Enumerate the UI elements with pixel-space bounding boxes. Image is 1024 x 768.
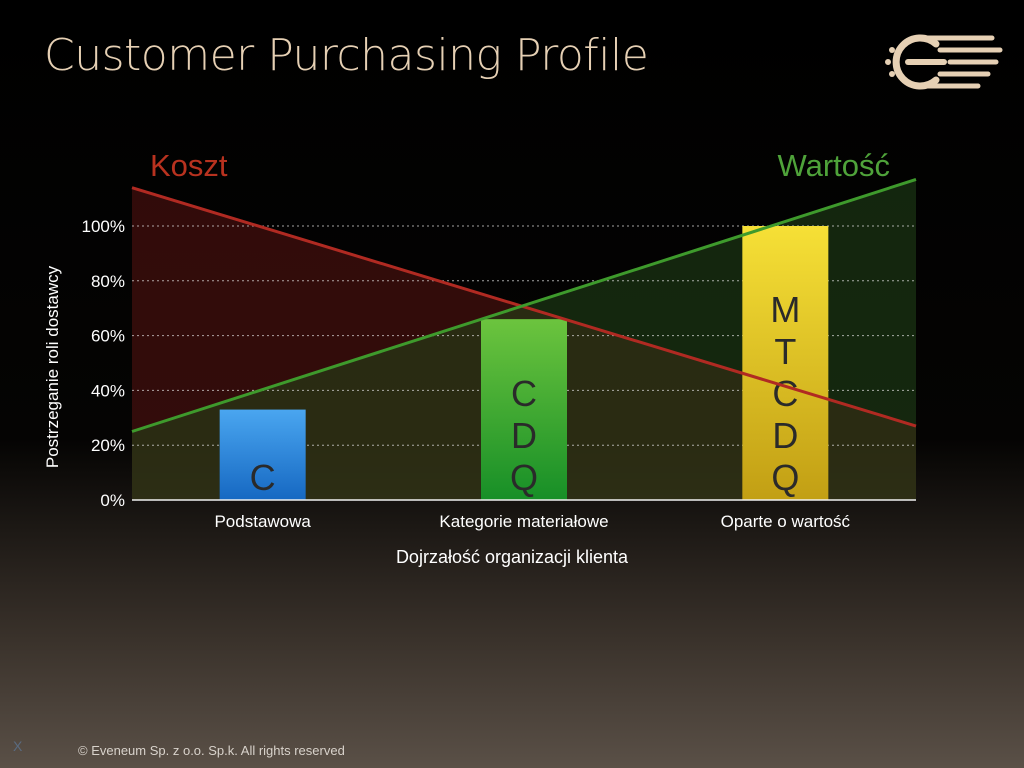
x-tick-label: Kategorie materiałowe <box>439 512 608 531</box>
bar-label: M <box>770 289 800 330</box>
bar-label: D <box>772 415 798 456</box>
bar-label: C <box>250 457 276 498</box>
y-axis-label: Postrzeganie roli dostawcy <box>43 265 62 468</box>
bar-label: C <box>511 373 537 414</box>
bar-label: Q <box>510 457 538 498</box>
wartosc-series-label: Wartość <box>777 148 890 183</box>
bar-label: C <box>772 373 798 414</box>
y-tick-label: 80% <box>91 272 125 291</box>
bar-label: Q <box>771 457 799 498</box>
bar-0 <box>219 409 306 500</box>
y-tick-label: 40% <box>91 381 125 400</box>
y-tick-labels: 0% 20% 40% 60% 80% 100% <box>82 217 125 510</box>
koszt-series-label: Koszt <box>150 148 228 183</box>
bar-2 <box>742 226 829 500</box>
y-tick-label: 0% <box>100 491 125 510</box>
copyright-footer: © Eveneum Sp. z o.o. Sp.k. All rights re… <box>78 743 345 758</box>
overlay-line-1 <box>131 177 917 433</box>
x-tick-label: Oparte o wartość <box>721 512 851 531</box>
bar-1 <box>481 319 567 500</box>
slide-title: Customer Purchasing Profile <box>44 30 649 81</box>
eveneum-logo-icon <box>885 34 1003 90</box>
y-tick-label: 60% <box>91 327 125 346</box>
x-tick-label: Podstawowa <box>214 512 311 531</box>
slide-marker: X <box>13 738 23 754</box>
overlay-lines <box>131 177 917 433</box>
x-axis-label: Dojrzałość organizacji klienta <box>396 547 629 567</box>
y-tick-label: 100% <box>82 217 125 236</box>
y-tick-label: 20% <box>91 436 125 455</box>
bar-label: T <box>774 331 796 372</box>
bar-label: D <box>511 415 537 456</box>
x-tick-labels: Podstawowa Kategorie materiałowe Oparte o … <box>214 512 850 531</box>
